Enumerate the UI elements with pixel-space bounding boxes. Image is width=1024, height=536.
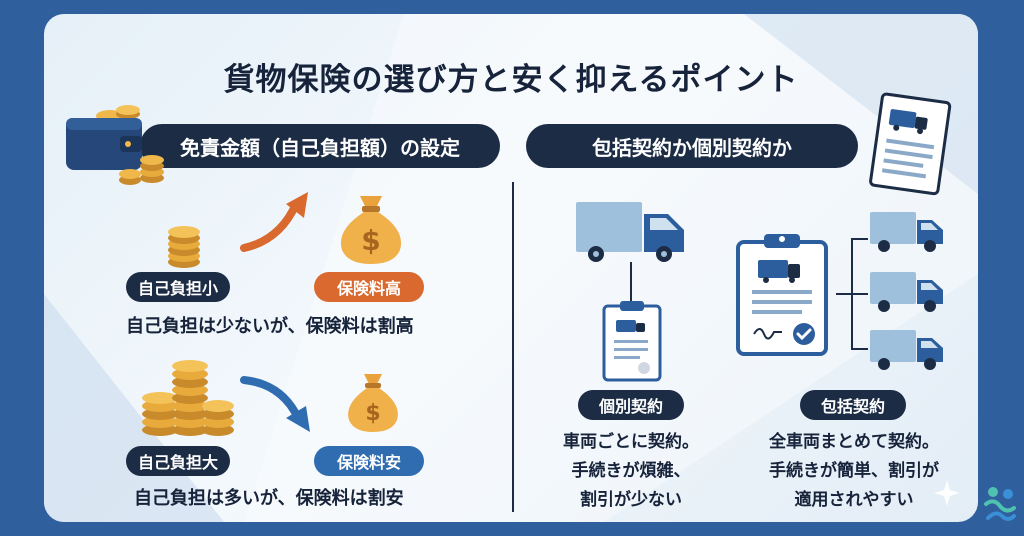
blanket-line: 全車両まとめて契約。 (769, 432, 939, 452)
individual-line: 割引が少ない (580, 490, 682, 510)
coin-stack-icon (168, 226, 200, 268)
low-deductible-label: 自己負担小 (126, 272, 230, 302)
infographic-card: 貨物保険の選び方と安く抑えるポイント 免責金額（自己負担額）の設定 (44, 14, 978, 522)
money-bag-icon: $ (340, 196, 402, 264)
individual-line: 手続きが煩雑、 (571, 461, 691, 481)
arrow-up-icon (240, 192, 308, 252)
svg-text:$: $ (365, 401, 380, 426)
truck-icon (870, 272, 943, 312)
wallet-coins-icon (66, 105, 164, 185)
connector-line (630, 262, 632, 302)
svg-text:$: $ (361, 224, 380, 257)
clipboard-icon (736, 234, 828, 356)
sparkle-icon (934, 480, 960, 506)
high-deductible-label: 自己負担大 (126, 446, 230, 476)
blanket-line: 適用されやすい (794, 490, 914, 510)
individual-contract-description: 車両ごとに契約。 手続きが煩雑、 割引が少ない (538, 428, 724, 515)
low-premium-label: 保険料安 (314, 446, 424, 476)
money-bag-icon: $ (348, 374, 398, 432)
high-premium-label: 保険料高 (314, 272, 424, 302)
section-divider (512, 182, 514, 512)
clipboard-icon (602, 301, 662, 382)
individual-line: 車両ごとに契約。 (563, 432, 699, 452)
individual-contract-label: 個別契約 (578, 390, 684, 420)
brand-logo-icon (984, 487, 1016, 521)
truck-icon (870, 330, 943, 370)
page-title: 貨物保険の選び方と安く抑えるポイント (223, 62, 799, 98)
document-truck-icon (869, 92, 952, 196)
truck-icon (870, 212, 943, 252)
arrow-down-icon (240, 376, 310, 432)
branch-connector (836, 238, 868, 350)
blanket-contract-label: 包括契約 (800, 390, 906, 420)
truck-icon (576, 202, 684, 262)
contract-type-header: 包括契約か個別契約か (526, 124, 858, 168)
row1-caption: 自己負担は少ないが、保険料は割高 (126, 316, 414, 337)
blanket-line: 手続きが簡単、割引が (769, 461, 939, 481)
row2-caption: 自己負担は多いが、保険料は割安 (134, 488, 404, 509)
deductible-header: 免責金額（自己負担額）の設定 (140, 124, 500, 168)
coin-stack-icon (142, 360, 234, 436)
blanket-contract-description: 全車両まとめて契約。 手続きが簡単、割引が 適用されやすい (744, 428, 964, 515)
